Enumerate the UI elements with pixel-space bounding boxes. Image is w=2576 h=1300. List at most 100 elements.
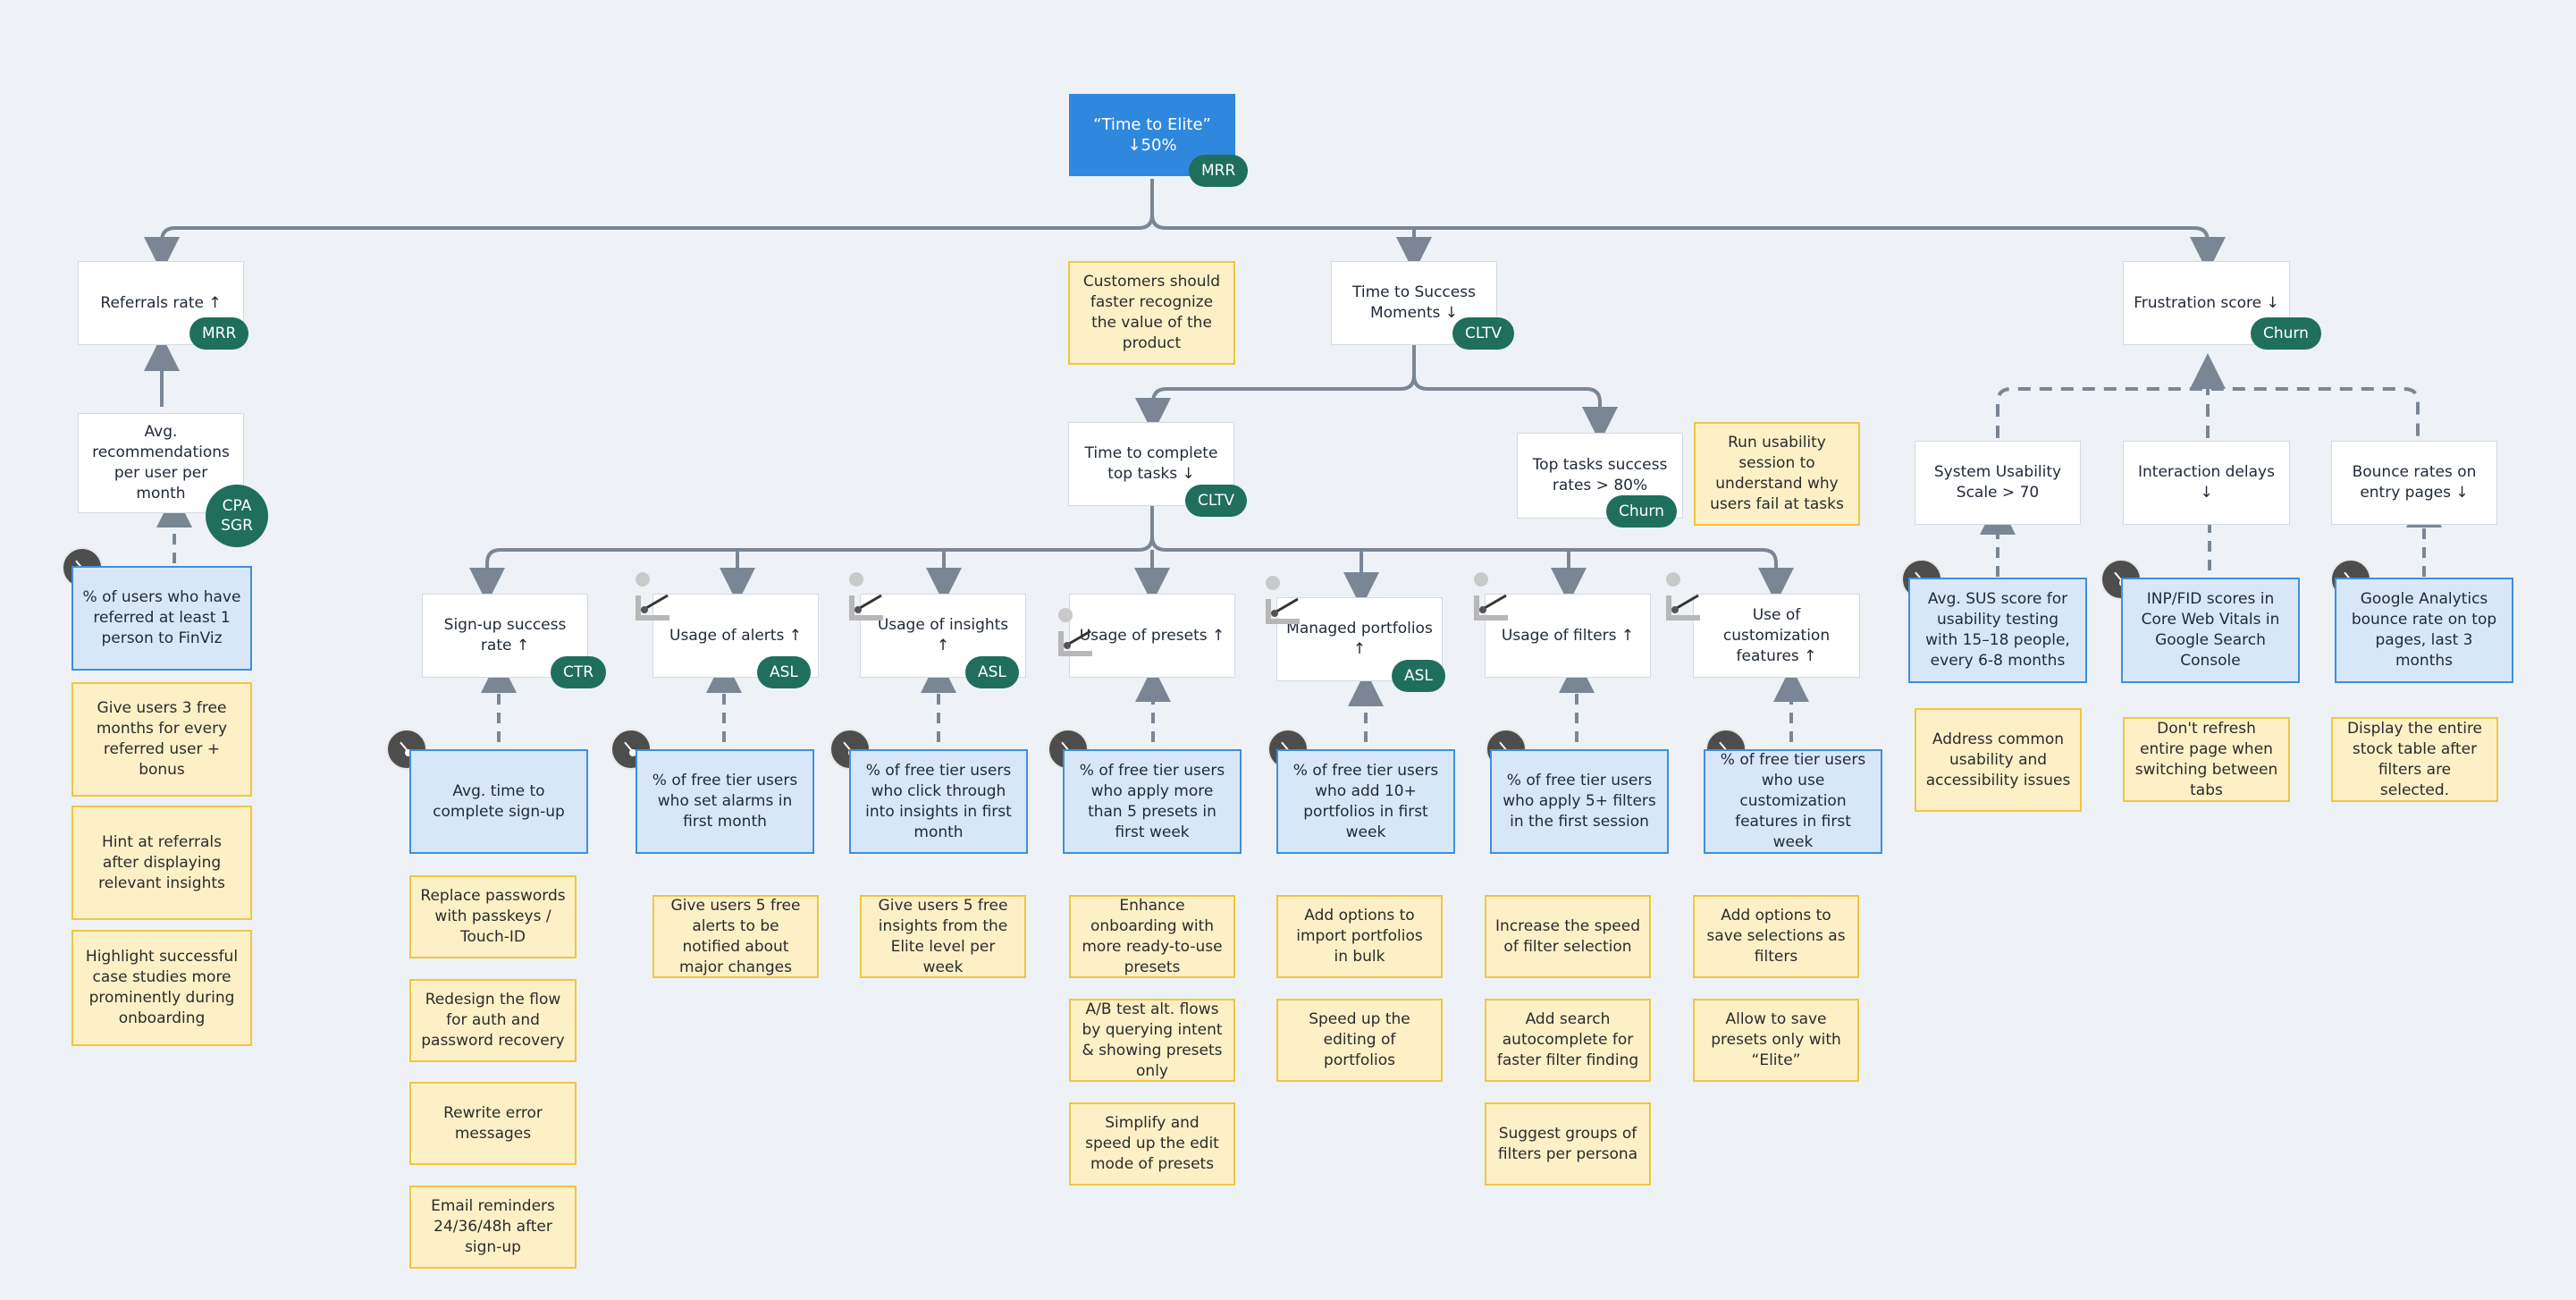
idea-signup-4[interactable]: Email reminders 24/36/48h after sign-up <box>409 1186 577 1269</box>
column-metric-text: % of free tier users who click through i… <box>865 761 1012 841</box>
usability-note[interactable]: Run usability session to understand why … <box>1694 422 1860 526</box>
column-metric-presets[interactable]: % of free tier users who apply more than… <box>1063 749 1242 854</box>
referrals-rate-label: Referrals rate ↑ <box>100 293 222 312</box>
frustration-metric-text: INP/FID scores in Core Web Vitals in Goo… <box>2141 590 2280 670</box>
bounce-rates-node[interactable]: Bounce rates on entry pages ↓ <box>2331 441 2497 525</box>
root-goal-label: “Time to Elite” ↓50% <box>1093 115 1211 155</box>
frustration-idea-text: Don't refresh entire page when switching… <box>2134 719 2278 799</box>
column-metric-customization[interactable]: % of free tier users who use customizati… <box>1704 749 1882 854</box>
sus-idea[interactable]: Address common usability and accessibili… <box>1915 708 2082 812</box>
referral-idea-text: Hint at referrals after displaying relev… <box>98 832 225 892</box>
referral-idea-text: Highlight successful case studies more p… <box>85 948 239 1027</box>
avg-recommendations-label: Avg. recommendations per user per month <box>92 423 230 502</box>
idea-filters-3[interactable]: Suggest groups of filters per persona <box>1485 1102 1651 1186</box>
interaction-delays-node[interactable]: Interaction delays ↓ <box>2123 441 2290 525</box>
sus-node[interactable]: System Usability Scale > 70 <box>1915 441 2081 525</box>
idea-text: Add options to save selections as filter… <box>1706 907 1846 966</box>
frustration-child-label: System Usability Scale > 70 <box>1933 463 2062 502</box>
referral-metric[interactable]: % of users who have referred at least 1 … <box>72 566 252 671</box>
idea-text: Email reminders 24/36/48h after sign-up <box>431 1197 555 1256</box>
column-goal-label: Sign-up success rate ↑ <box>443 616 567 654</box>
referral-idea-2[interactable]: Hint at referrals after displaying relev… <box>72 806 252 920</box>
idea-signup-1[interactable]: Replace passwords with passkeys / Touch-… <box>409 875 577 958</box>
column-metric-text: Avg. time to complete sign-up <box>433 781 565 821</box>
idea-portfolios-2[interactable]: Speed up the editing of portfolios <box>1276 999 1443 1082</box>
idea-text: Give users 5 free insights from the Elit… <box>878 896 1008 976</box>
bounce-idea[interactable]: Display the entire stock table after fil… <box>2331 717 2498 802</box>
delays-idea[interactable]: Don't refresh entire page when switching… <box>2123 717 2290 802</box>
column-metric-text: % of free tier users who apply 5+ filter… <box>1503 772 1656 831</box>
microscope-icon <box>1058 608 1092 656</box>
avg-recommendations-badge: CPA SGR <box>206 485 268 547</box>
idea-filters-2[interactable]: Add search autocomplete for faster filte… <box>1485 999 1651 1082</box>
idea-customization-2[interactable]: Allow to save presets only with “Elite” <box>1693 999 1859 1082</box>
idea-alerts-1[interactable]: Give users 5 free alerts to be notified … <box>652 895 819 978</box>
success-note-text: Customers should faster recognize the va… <box>1082 273 1221 352</box>
referrals-badge: MRR <box>189 317 249 350</box>
idea-customization-1[interactable]: Add options to save selections as filter… <box>1693 895 1859 978</box>
idea-text: Replace passwords with passkeys / Touch-… <box>420 887 566 946</box>
frustration-metric-text: Avg. SUS score for usability testing wit… <box>1925 590 2070 670</box>
top-tasks-success-label: Top tasks success rates > 80% <box>1532 456 1668 494</box>
column-metric-text: % of free tier users who add 10+ portfol… <box>1292 761 1439 841</box>
column-goal-customization[interactable]: Use of customization features ↑ <box>1693 594 1860 678</box>
idea-text: Enhance onboarding with more ready-to-us… <box>1082 896 1223 976</box>
referral-idea-1[interactable]: Give users 3 free months for every refer… <box>72 682 252 797</box>
idea-text: Redesign the flow for auth and password … <box>421 991 565 1050</box>
avg-recommendations-node[interactable]: Avg. recommendations per user per month <box>78 413 244 513</box>
idea-text: Increase the speed of filter selection <box>1495 916 1641 956</box>
idea-presets-1[interactable]: Enhance onboarding with more ready-to-us… <box>1069 895 1235 978</box>
idea-text: Simplify and speed up the edit mode of p… <box>1085 1114 1219 1173</box>
success-note[interactable]: Customers should faster recognize the va… <box>1068 261 1235 365</box>
delays-metric[interactable]: INP/FID scores in Core Web Vitals in Goo… <box>2121 578 2300 683</box>
column-metric-filters[interactable]: % of free tier users who apply 5+ filter… <box>1490 749 1669 854</box>
idea-filters-1[interactable]: Increase the speed of filter selection <box>1485 895 1651 978</box>
column-metric-text: % of free tier users who use customizati… <box>1720 751 1866 851</box>
top-tasks-badge: CLTV <box>1185 485 1248 517</box>
sus-metric[interactable]: Avg. SUS score for usability testing wit… <box>1908 578 2087 683</box>
column-metric-signup[interactable]: Avg. time to complete sign-up <box>409 749 588 854</box>
root-badge: MRR <box>1189 155 1249 187</box>
frustration-child-label: Bounce rates on entry pages ↓ <box>2352 463 2477 502</box>
top-tasks-success-badge: Churn <box>1606 495 1677 528</box>
frustration-score-label: Frustration score ↓ <box>2134 293 2279 312</box>
microscope-icon <box>1266 576 1300 624</box>
success-badge: CLTV <box>1452 317 1515 350</box>
column-metric-text: % of free tier users who set alarms in f… <box>652 772 798 831</box>
idea-signup-3[interactable]: Rewrite error messages <box>409 1082 577 1165</box>
success-moments-label: Time to Success Moments ↓ <box>1352 283 1476 322</box>
microscope-icon <box>849 572 883 620</box>
idea-text: A/B test alt. flows by querying intent &… <box>1082 1000 1223 1080</box>
column-goal-label: Usage of filters ↑ <box>1501 626 1635 645</box>
column-metric-insights[interactable]: % of free tier users who click through i… <box>849 749 1028 854</box>
connector-root-right <box>1150 214 2226 273</box>
idea-text: Rewrite error messages <box>443 1103 543 1143</box>
referral-idea-text: Give users 3 free months for every refer… <box>96 699 228 779</box>
frustration-idea-text: Address common usability and accessibili… <box>1925 730 2071 789</box>
idea-text: Give users 5 free alerts to be notified … <box>670 896 801 976</box>
idea-insights-1[interactable]: Give users 5 free insights from the Elit… <box>860 895 1026 978</box>
connector-success-top <box>1412 375 1618 443</box>
column-goal-label: Use of customization features ↑ <box>1722 605 1831 665</box>
referral-idea-3[interactable]: Highlight successful case studies more p… <box>72 930 252 1046</box>
top-tasks-success-node[interactable]: Top tasks success rates > 80% <box>1517 433 1683 519</box>
bounce-metric[interactable]: Google Analytics bounce rate on top page… <box>2335 578 2513 683</box>
idea-presets-2[interactable]: A/B test alt. flows by querying intent &… <box>1069 999 1235 1082</box>
idea-presets-3[interactable]: Simplify and speed up the edit mode of p… <box>1069 1102 1235 1186</box>
idea-text: Allow to save presets only with “Elite” <box>1711 1010 1841 1069</box>
microscope-icon <box>1666 572 1700 620</box>
column-metric-portfolios[interactable]: % of free tier users who add 10+ portfol… <box>1276 749 1455 854</box>
column-badge-alerts: ASL <box>757 656 811 688</box>
microscope-icon <box>1474 572 1508 620</box>
column-goal-label: Usage of presets ↑ <box>1079 626 1225 645</box>
idea-portfolios-1[interactable]: Add options to import portfolios in bulk <box>1276 895 1443 978</box>
column-goal-filters[interactable]: Usage of filters ↑ <box>1485 594 1651 678</box>
frustration-idea-text: Display the entire stock table after fil… <box>2346 719 2483 799</box>
idea-text: Speed up the editing of portfolios <box>1309 1010 1410 1069</box>
column-metric-alerts[interactable]: % of free tier users who set alarms in f… <box>636 749 814 854</box>
column-goal-presets[interactable]: Usage of presets ↑ <box>1069 594 1235 678</box>
idea-signup-2[interactable]: Redesign the flow for auth and password … <box>409 979 577 1062</box>
column-badge-portfolios: ASL <box>1392 660 1445 692</box>
column-goal-label: Usage of alerts ↑ <box>669 626 802 645</box>
